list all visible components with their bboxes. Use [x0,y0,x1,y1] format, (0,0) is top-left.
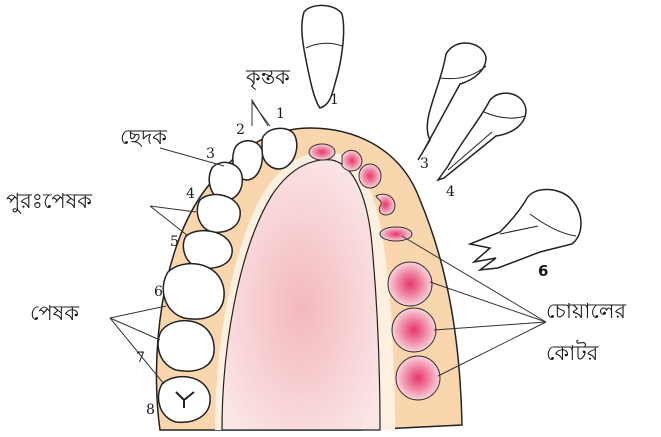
side-number-4: 4 [446,184,455,200]
socket-2 [342,150,362,171]
number-6: 6 [154,284,163,300]
number-5: 5 [170,234,179,250]
socket-6 [388,262,432,306]
tooth-5-premolar [183,231,232,269]
side-number-1: 1 [330,92,339,108]
socket-3 [359,164,381,188]
number-3: 3 [206,146,215,162]
label-premolar: পুরঃপেষক [6,189,92,213]
tooth-1-incisor [262,128,297,169]
label-socket-line1: চোয়ালের [546,299,626,323]
label-incisor: কৃন্তক [245,65,290,90]
socket-7 [392,308,436,352]
socket-1 [309,144,335,160]
number-4: 4 [186,186,195,202]
label-molar: পেষক [30,301,79,325]
label-socket-line2: কোটর [546,340,599,365]
label-canine: ছেদক [120,125,167,149]
side-number-3: 3 [420,156,429,172]
side-tooth-molar [470,190,581,271]
number-8: 8 [146,402,155,418]
tooth-4-premolar [197,195,240,233]
number-7: 7 [136,350,145,366]
number-1: 1 [276,106,285,122]
leader-incisor-b [252,102,270,126]
number-2: 2 [236,122,245,138]
tooth-6-molar [163,264,224,319]
socket-8 [396,356,440,400]
leader-molar-b [110,318,160,340]
tooth-7-molar [158,321,214,372]
side-number-6: 6 [538,262,548,280]
leader-molar-a [110,306,166,318]
